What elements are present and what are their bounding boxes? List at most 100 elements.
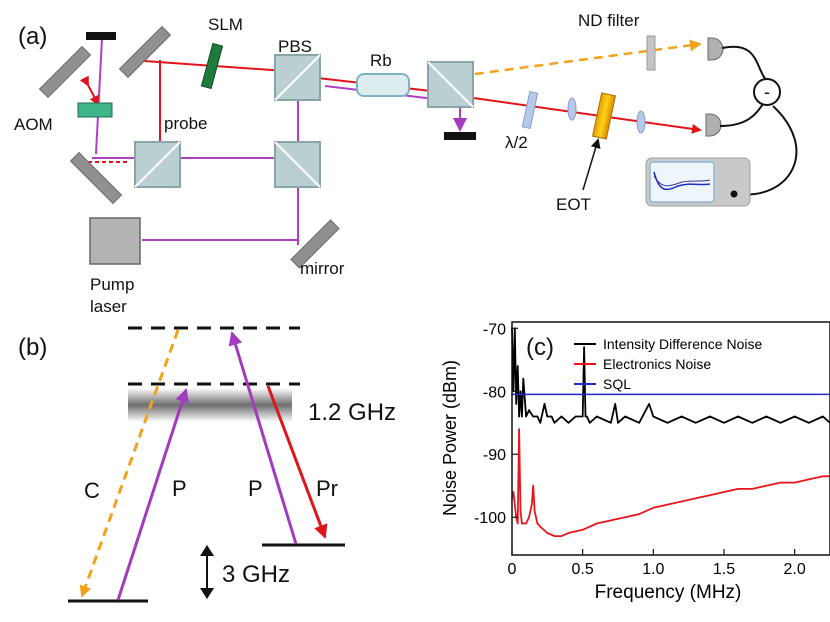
- data-point-electronics-noise: [808, 478, 810, 481]
- data-point-electronics-noise: [533, 510, 536, 512]
- data-point-intensity-difference-noise: [586, 415, 588, 418]
- x-axis-label: Frequency (MHz): [595, 582, 742, 603]
- label-pr: Pr: [316, 476, 338, 501]
- series-intensity-difference-noise: [511, 327, 830, 424]
- data-point-intensity-difference-noise: [614, 403, 616, 405]
- eot-element: [591, 92, 617, 140]
- data-point-electronics-noise: [532, 484, 534, 487]
- pump-arrow-1: [116, 388, 189, 601]
- data-point-intensity-difference-noise: [574, 415, 577, 418]
- pump-laser-label-2: laser: [90, 297, 127, 316]
- panel-label-b: (b): [18, 334, 47, 361]
- data-point-electronics-noise: [765, 484, 768, 487]
- data-point-intensity-difference-noise: [610, 422, 612, 424]
- data-point-intensity-difference-noise: [583, 346, 585, 349]
- data-point-intensity-difference-noise: [550, 415, 553, 418]
- data-point-electronics-noise: [567, 532, 570, 534]
- data-point-intensity-difference-noise: [532, 415, 534, 418]
- data-point-electronics-noise: [610, 519, 612, 522]
- splitting-label-ground: 3 GHz: [222, 561, 290, 588]
- data-point-intensity-difference-noise: [553, 422, 556, 424]
- panel-label-a: (a): [18, 23, 47, 50]
- pump-laser-box: [89, 217, 141, 265]
- legend-label-electronics: Electronics Noise: [603, 356, 711, 372]
- data-point-electronics-noise: [624, 516, 626, 518]
- beam-block-top: [86, 32, 116, 40]
- x-tick-label: 1.5: [713, 561, 735, 578]
- splitting-arrow-down: [200, 588, 214, 599]
- data-point-intensity-difference-noise: [543, 403, 546, 405]
- excited-band: [128, 388, 292, 422]
- data-point-intensity-difference-noise: [822, 415, 824, 418]
- data-point-electronics-noise: [581, 529, 584, 531]
- cable-top: [721, 45, 769, 83]
- spectrum-analyzer: [645, 157, 751, 207]
- pump-arrow-2: [228, 331, 298, 545]
- mirrors: [38, 25, 340, 269]
- data-point-intensity-difference-noise: [560, 415, 563, 418]
- nd-filter-label: ND filter: [578, 11, 640, 30]
- data-point-electronics-noise: [666, 503, 669, 506]
- mirror-pump: [290, 219, 340, 269]
- data-point-intensity-difference-noise: [694, 422, 697, 424]
- aom-shift-arrow: [79, 75, 99, 106]
- cable-bottom: [719, 99, 767, 127]
- y-axis-label: Noise Power (dBm): [440, 360, 460, 516]
- mirror-aom-left: [38, 45, 92, 99]
- data-point-intensity-difference-noise: [528, 409, 530, 412]
- photodetector-bottom: [705, 113, 722, 137]
- level-diagram: (b) C P P Pr 1.2 GHz 3 GHz: [18, 326, 396, 603]
- probe-label: probe: [164, 114, 207, 133]
- data-point-intensity-difference-noise: [546, 415, 549, 418]
- pbs-cubes: [134, 54, 474, 188]
- nd-filter-element: [646, 35, 656, 71]
- data-point-electronics-noise: [553, 535, 556, 537]
- y-tick-label: -80: [483, 384, 506, 401]
- beam-block-dump: [444, 132, 476, 140]
- mirror-label: mirror: [300, 259, 345, 278]
- data-point-intensity-difference-noise: [624, 415, 626, 418]
- label-c: C: [84, 478, 100, 503]
- data-point-intensity-difference-noise: [518, 415, 520, 418]
- data-point-electronics-noise: [680, 500, 683, 503]
- eot-label: EOT: [556, 195, 591, 214]
- data-point-intensity-difference-noise: [680, 415, 683, 418]
- data-point-electronics-noise: [525, 522, 527, 525]
- probe-arrow: [266, 385, 328, 539]
- data-point-intensity-difference-noise: [539, 422, 542, 424]
- data-point-electronics-noise: [528, 516, 530, 518]
- rb-cell: [356, 73, 410, 97]
- setup-panel: (a): [14, 11, 798, 316]
- mirror-aom-bottom: [69, 151, 123, 205]
- data-point-electronics-noise: [536, 522, 539, 525]
- aom-element: [77, 102, 113, 118]
- pbs-cube-left: [134, 141, 181, 188]
- chart-series: [511, 327, 830, 537]
- data-point-electronics-noise: [522, 522, 525, 525]
- data-point-electronics-noise: [516, 522, 519, 525]
- data-point-electronics-noise: [737, 488, 739, 490]
- pbs-cube-mid: [274, 141, 321, 188]
- data-point-electronics-noise: [822, 475, 824, 478]
- splitting-label-excited: 1.2 GHz: [308, 399, 396, 426]
- data-point-intensity-difference-noise: [652, 415, 655, 418]
- legend-label-intensity: Intensity Difference Noise: [603, 336, 762, 352]
- pbs-label: PBS: [278, 37, 312, 56]
- splitting-arrow-up: [200, 545, 214, 556]
- conjugate-beam: [459, 39, 702, 78]
- y-tick-label: -70: [483, 321, 506, 338]
- data-point-intensity-difference-noise: [617, 422, 619, 424]
- label-p2: P: [248, 476, 263, 501]
- pbs-cube-top: [274, 54, 321, 101]
- data-point-electronics-noise: [531, 503, 533, 506]
- eot-pointer: [582, 138, 601, 191]
- aom-label: AOM: [14, 115, 53, 134]
- half-wave-plate: [521, 90, 539, 130]
- data-point-electronics-noise: [723, 491, 725, 493]
- data-point-intensity-difference-noise: [522, 377, 525, 380]
- x-tick-label: 0: [508, 561, 517, 578]
- data-point-electronics-noise: [546, 532, 549, 534]
- data-point-intensity-difference-noise: [519, 390, 522, 393]
- subtractor-symbol: -: [764, 82, 770, 102]
